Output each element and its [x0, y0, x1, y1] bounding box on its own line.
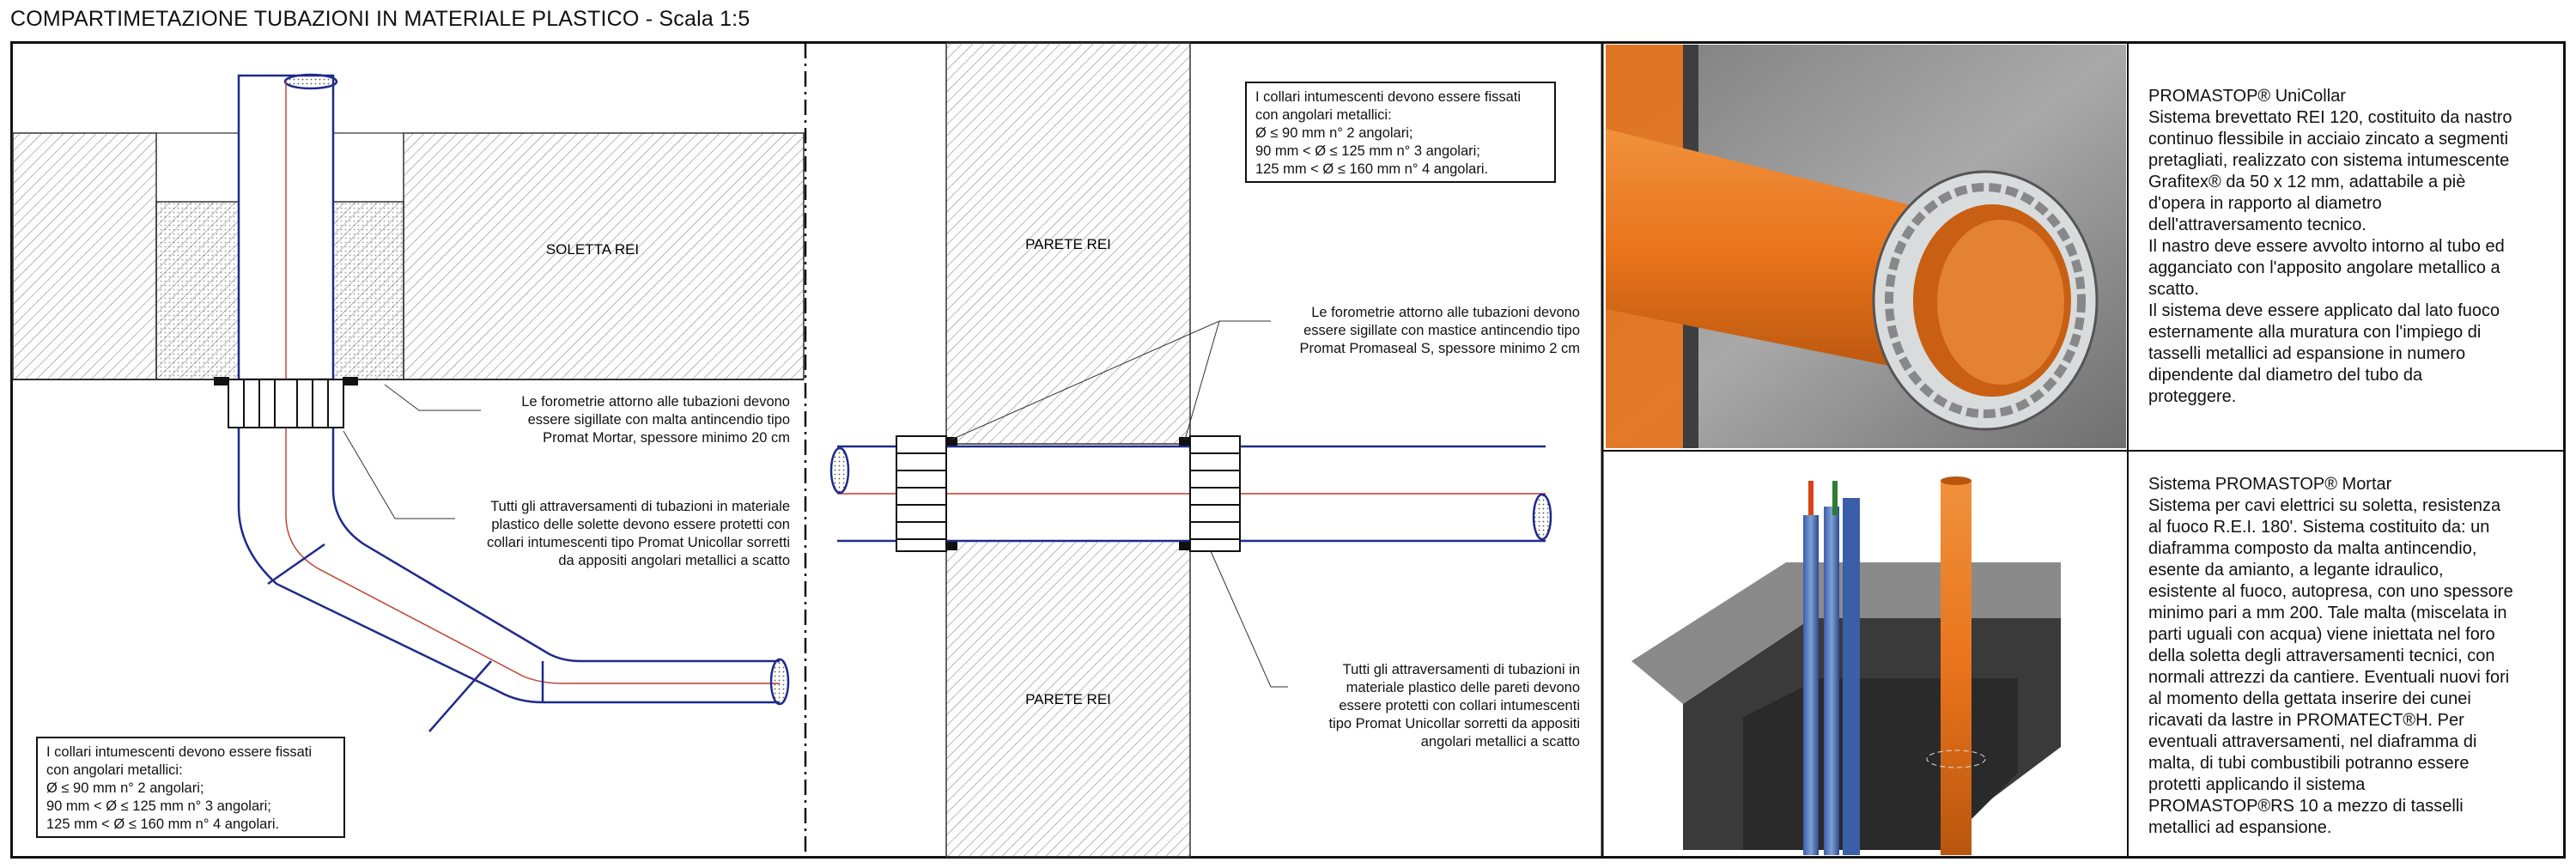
text-line: normali attrezzi da cantiere. Eventuali …	[2148, 668, 2510, 687]
text-line: Grafitex® da 50 x 12 mm, adattabile a pi…	[2148, 173, 2466, 191]
slab-note-crossing: Tutti gli attraversamenti di tubazioni i…	[429, 498, 790, 570]
text-line: con angolari metallici:	[1255, 107, 1392, 123]
wall-note-crossing: Tutti gli attraversamenti di tubazioni i…	[1288, 661, 1580, 751]
slab-section: SOLETTA REI	[12, 132, 805, 380]
text-line: essere sigillate con mastice antincendio…	[1303, 323, 1580, 338]
slab-collar	[214, 377, 358, 428]
text-line: I collari intumescenti devono essere fis…	[1255, 89, 1522, 105]
text-line: plastico delle solette devono essere pro…	[491, 517, 790, 532]
text-line: da appositi angolari metallici a scatto	[558, 553, 790, 568]
text-line: minimo pari a mm 200. Tale malta (miscel…	[2148, 604, 2507, 622]
text-line: pretagliati, realizzato con sistema intu…	[2148, 151, 2510, 170]
slab-collar-box: I collari intumescenti devono essere fis…	[36, 737, 345, 838]
text-line: 90 mm < Ø ≤ 125 mm n° 3 angolari;	[1255, 143, 1480, 159]
text-line: Il nastro deve essere avvolto intorno al…	[2148, 237, 2505, 256]
text-line: d'opera in rapporto al diametro	[2148, 194, 2382, 213]
wall-collars	[896, 435, 1241, 552]
text-line: Il sistema deve essere applicato dal lat…	[2148, 301, 2500, 320]
text-line: materiale plastico delle pareti devono	[1346, 680, 1580, 695]
text-line: al momento della gettata inserire dei cu…	[2148, 689, 2471, 708]
slab-note-sealing: Le forometrie attorno alle tubazioni dev…	[464, 393, 790, 447]
text-line: ricavati da lastre in PROMATECT®H. Per	[2148, 711, 2464, 730]
text-line: PROMASTOP® UniCollar	[2148, 87, 2346, 106]
text-line: Ø ≤ 90 mm n° 2 angolari;	[46, 780, 204, 796]
text-line: Promat Mortar, spessore minimo 20 cm	[543, 430, 790, 446]
text-line: dipendente dal diametro del tubo da	[2148, 366, 2423, 385]
text-line: protetti applicando il sistema	[2148, 775, 2366, 794]
text-line: 125 mm < Ø ≤ 160 mm n° 4 angolari.	[46, 816, 280, 832]
text-line: Sistema brevettato REI 120, costituito d…	[2148, 108, 2512, 127]
text-line: 125 mm < Ø ≤ 160 mm n° 4 angolari.	[1255, 161, 1489, 177]
wall-leaders	[951, 320, 1288, 688]
text-line: parti uguali con acqua) viene iniettata …	[2148, 625, 2495, 644]
text-line: Le forometrie attorno alle tubazioni dev…	[1311, 305, 1580, 320]
text-line: diaframma composto da malta antincendio,	[2148, 539, 2477, 558]
wall-section: PARETE REI PARETE REI	[945, 42, 1191, 858]
unicollar-photo	[1606, 45, 2126, 448]
text-line: proteggere.	[2148, 387, 2237, 406]
text-line: Sistema PROMASTOP® Mortar	[2148, 475, 2392, 494]
slab-pipe	[237, 73, 790, 732]
text-line: con angolari metallici:	[46, 762, 183, 778]
text-line: al fuoco R.E.I. 180'. Sistema costituito…	[2148, 518, 2490, 537]
text-line: dell'attraversamento tecnico.	[2148, 215, 2366, 234]
text-line: metallici ad espansione.	[2148, 818, 2332, 837]
text-line: Le forometrie attorno alle tubazioni dev…	[521, 394, 790, 410]
text-line: 90 mm < Ø ≤ 125 mm n° 3 angolari;	[46, 798, 271, 814]
text-line: esternamente alla muratura con l'impiego…	[2148, 323, 2482, 342]
text-line: Tutti gli attraversamenti di tubazioni i…	[490, 499, 790, 514]
text-line: Sistema per cavi elettrici su soletta, r…	[2148, 496, 2501, 515]
text-line: PROMASTOP®RS 10 a mezzo di tasselli	[2148, 797, 2464, 816]
text-line: esente da amianto, a legante idraulico,	[2148, 561, 2444, 580]
text-line: Tutti gli attraversamenti di tubazioni i…	[1342, 662, 1580, 677]
text-line: essere protetti con collari intumescenti	[1339, 698, 1580, 713]
text-line: collari intumescenti tipo Promat Unicoll…	[486, 535, 790, 550]
slab-leaders	[343, 384, 481, 519]
mortar-photo	[1606, 453, 2126, 855]
text-line: Ø ≤ 90 mm n° 2 angolari;	[1255, 125, 1413, 141]
text-line: agganciato con l'apposito angolare metal…	[2148, 258, 2500, 277]
wall-label-top: PARETE REI	[1025, 236, 1111, 252]
drawing-title: COMPARTIMETAZIONE TUBAZIONI IN MATERIALE…	[10, 7, 750, 31]
unicollar-description: PROMASTOP® UniCollar Sistema brevettato …	[2148, 86, 2561, 408]
text-line: eventuali attraversamenti, nel diaframma…	[2148, 732, 2477, 751]
mortar-description: Sistema PROMASTOP® Mortar Sistema per ca…	[2148, 474, 2561, 839]
text-line: essere sigillate con malta antincendio t…	[527, 412, 790, 428]
text-line: esistente al fuoco, autopresa, con uno s…	[2148, 582, 2513, 601]
text-line: angolari metallici a scatto	[1420, 734, 1580, 750]
text-line: I collari intumescenti devono essere fis…	[46, 744, 313, 760]
text-line: della soletta degli attraversamenti tecn…	[2148, 646, 2495, 665]
wall-note-sealing: Le forometrie attorno alle tubazioni dev…	[1254, 304, 1580, 358]
text-line: continuo flessibile in acciaio zincato a…	[2148, 130, 2509, 149]
text-line: malta, di tubi combustibili potranno ess…	[2148, 754, 2470, 773]
text-line: tipo Promat Unicollar sorretti da apposi…	[1328, 716, 1580, 731]
text-line: scatto.	[2148, 280, 2199, 299]
wall-label-bottom: PARETE REI	[1025, 691, 1111, 707]
wall-collar-box: I collari intumescenti devono essere fis…	[1245, 82, 1556, 183]
text-line: Promat Promaseal S, spessore minimo 2 cm	[1299, 341, 1580, 356]
text-line: tasselli metallici ad espansione in nume…	[2148, 344, 2466, 363]
slab-label: SOLETTA REI	[546, 241, 639, 258]
